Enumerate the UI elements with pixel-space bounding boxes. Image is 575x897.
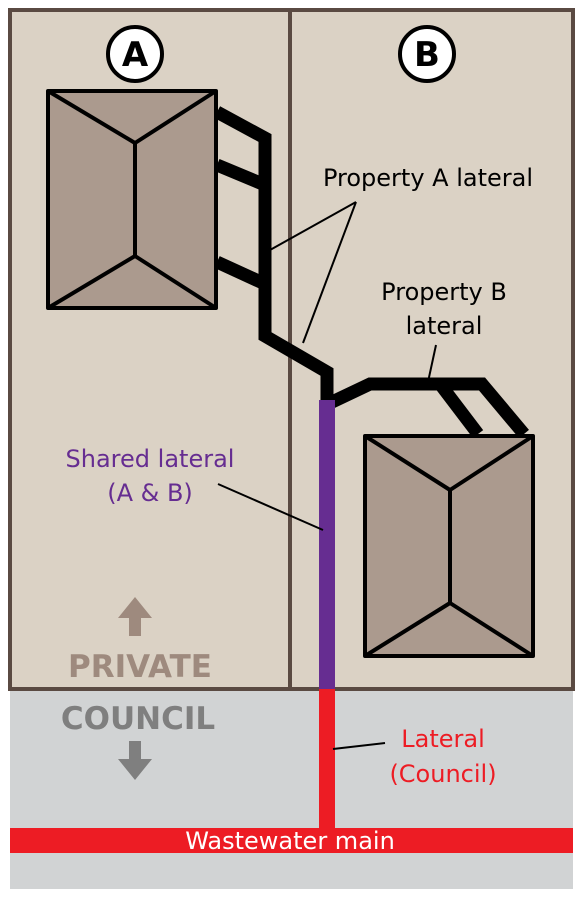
- arrow-down-icon: [118, 741, 152, 780]
- council-land: [10, 689, 573, 889]
- property-b-badge: B: [398, 25, 456, 83]
- wastewater-main-label: Wastewater main: [185, 827, 395, 855]
- property-a-lateral-label: Property A lateral: [323, 164, 533, 192]
- shared-lateral-label-line1: Shared lateral: [66, 445, 235, 473]
- house-b-roof: [363, 434, 535, 658]
- arrow-up-icon: [118, 597, 152, 636]
- property-b-lateral-label-line1: Property B: [381, 278, 507, 306]
- council-zone-label: COUNCIL: [61, 701, 215, 737]
- property-a-badge: A: [106, 25, 164, 83]
- council-lateral-label-line2: (Council): [389, 760, 496, 788]
- property-b-badge-letter: B: [414, 35, 440, 75]
- wastewater-main-pipe: [10, 828, 573, 853]
- house-a-roof: [46, 89, 218, 310]
- shared-lateral-label-line2: (A & B): [107, 479, 193, 507]
- council-lateral-label-line1: Lateral: [401, 725, 485, 753]
- property-a-lateral-pipes: [213, 106, 334, 402]
- property-b-lateral-label-line2: lateral: [406, 312, 483, 340]
- private-zone-label: PRIVATE: [68, 649, 212, 685]
- property-b-lateral-pipes: [327, 377, 529, 439]
- leader-lines: [217, 201, 437, 750]
- property-a-badge-letter: A: [122, 35, 149, 75]
